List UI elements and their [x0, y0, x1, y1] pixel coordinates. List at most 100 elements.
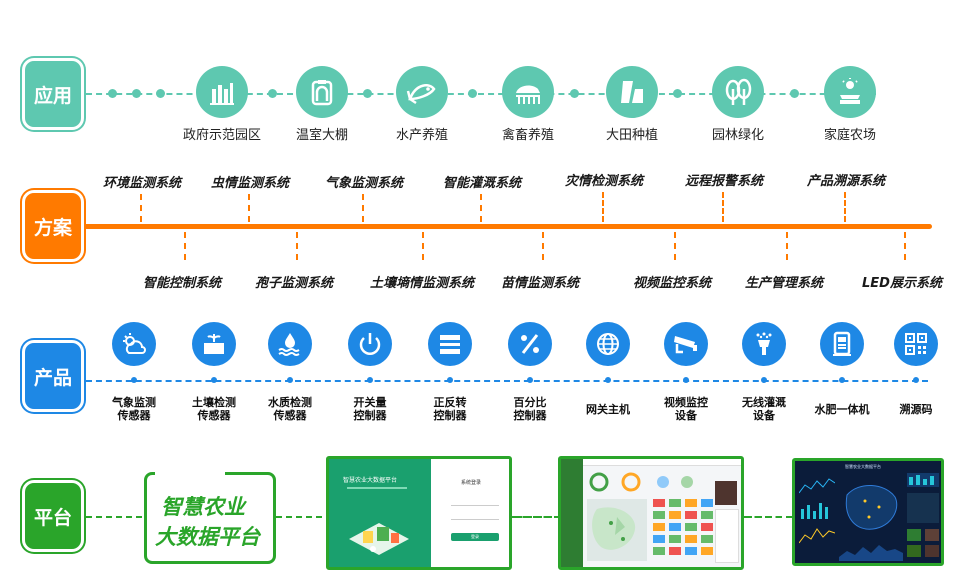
app-label: 禽畜养殖 [501, 128, 555, 143]
solution-tick [904, 232, 906, 260]
app-dot [268, 89, 277, 98]
dashboard-device-panel [715, 509, 739, 563]
row-tag-product: 产品 [22, 340, 84, 412]
fish-icon [396, 66, 448, 118]
platform-dashed-line-2 [512, 516, 560, 518]
product-dot [913, 377, 919, 383]
product-dot [447, 377, 453, 383]
app-label: 水产养殖 [395, 128, 449, 143]
power-icon [348, 322, 392, 366]
product-dot [605, 377, 611, 383]
product-dot [131, 377, 137, 383]
dashboard-dark-map [839, 475, 903, 537]
weather-icon [112, 322, 156, 366]
camera-icon [664, 322, 708, 366]
product-label: 溯源码 [899, 403, 933, 416]
login-left-panel: 智慧农业大数据平台 [329, 459, 431, 567]
solution-label: 生产管理系统 [744, 276, 824, 291]
livestock-icon [502, 66, 554, 118]
app-label: 政府示范园区 [182, 128, 262, 143]
app-label: 家庭农场 [823, 128, 877, 143]
login-title: 智慧农业大数据平台 [343, 477, 398, 484]
solution-label: 环境监测系统 [102, 176, 182, 191]
dashboard-dark-screenshot: 智慧农业大数据平台 [792, 458, 944, 566]
login-password-field[interactable] [451, 513, 499, 520]
solution-tick [722, 192, 724, 222]
product-label: 水肥一体机 [814, 403, 870, 416]
reversal-icon [428, 322, 472, 366]
greenhouse-icon [296, 66, 348, 118]
app-dashed-line [86, 93, 876, 95]
solution-tick [296, 232, 298, 260]
login-button[interactable]: 登录 [451, 533, 499, 541]
solution-tick [140, 194, 142, 222]
dashboard-photo [715, 481, 737, 505]
farm-icon [824, 66, 876, 118]
field-icon [606, 66, 658, 118]
tree-icon [712, 66, 764, 118]
solution-label: 智能灌溉系统 [442, 176, 522, 191]
app-label: 大田种植 [605, 128, 659, 143]
solution-label: LED展示系统 [862, 276, 942, 291]
dashboard-dark-title: 智慧农业大数据平台 [845, 464, 881, 469]
product-dot [211, 377, 217, 383]
app-label: 园林绿化 [711, 128, 765, 143]
percent-icon [508, 322, 552, 366]
fertilizer-icon [820, 322, 864, 366]
product-dot [527, 377, 533, 383]
globe-icon [586, 322, 630, 366]
app-dot [363, 89, 372, 98]
login-screenshot: 智慧农业大数据平台 系统登录 登录 [326, 456, 512, 570]
product-label: 百分比控制器 [513, 396, 547, 422]
solution-tick [362, 194, 364, 222]
solution-label: 远程报警系统 [684, 174, 764, 189]
app-dot [468, 89, 477, 98]
dashboard-light-screenshot [558, 456, 744, 570]
product-dot [839, 377, 845, 383]
row-tag-solution: 方案 [22, 190, 84, 262]
row-tag-app: 应用 [22, 58, 84, 130]
water-drop-icon [268, 322, 312, 366]
app-dot [673, 89, 682, 98]
product-label: 土壤检测传感器 [192, 396, 236, 422]
solution-label: 苗情监测系统 [500, 276, 580, 291]
app-dot [790, 89, 799, 98]
solution-label: 灾情检测系统 [564, 174, 644, 189]
platform-badge-line1: 智慧农业 [161, 495, 245, 519]
login-illustration [343, 509, 415, 557]
dashboard-map [587, 499, 647, 561]
dashboard-dark-right-panel [907, 473, 939, 559]
dashboard-sidebar [561, 459, 583, 567]
solution-tick [844, 192, 846, 222]
solution-tick [542, 232, 544, 260]
solution-label: 产品溯源系统 [806, 174, 886, 189]
product-dot [683, 377, 689, 383]
product-label: 正反转控制器 [433, 396, 467, 422]
solution-tick [602, 192, 604, 222]
app-dot [132, 89, 141, 98]
product-dashed-line [86, 380, 928, 382]
product-label: 水质检测传感器 [268, 396, 312, 422]
product-dot [761, 377, 767, 383]
dashboard-stat-grid [653, 499, 713, 561]
login-box-title: 系统登录 [461, 480, 482, 486]
dashboard-gauges [587, 471, 707, 493]
solution-label: 气象监测系统 [324, 176, 404, 191]
solution-label: 孢子监测系统 [254, 276, 334, 291]
qrcode-icon [894, 322, 938, 366]
solution-tick [248, 194, 250, 222]
product-label: 气象监测传感器 [112, 396, 156, 422]
solution-tick [674, 232, 676, 260]
app-dot [570, 89, 579, 98]
product-dot [367, 377, 373, 383]
product-label: 网关主机 [586, 403, 630, 416]
solution-label: 视频监控系统 [632, 276, 712, 291]
product-label: 开关量控制器 [353, 396, 387, 422]
irrigation-icon [742, 322, 786, 366]
login-username-field[interactable] [451, 499, 499, 506]
dashboard-dark-bottom-chart [839, 541, 903, 561]
product-label: 无线灌溉设备 [742, 396, 786, 422]
solution-tick [786, 232, 788, 260]
soil-icon [192, 322, 236, 366]
row-tag-platform: 平台 [22, 480, 84, 552]
